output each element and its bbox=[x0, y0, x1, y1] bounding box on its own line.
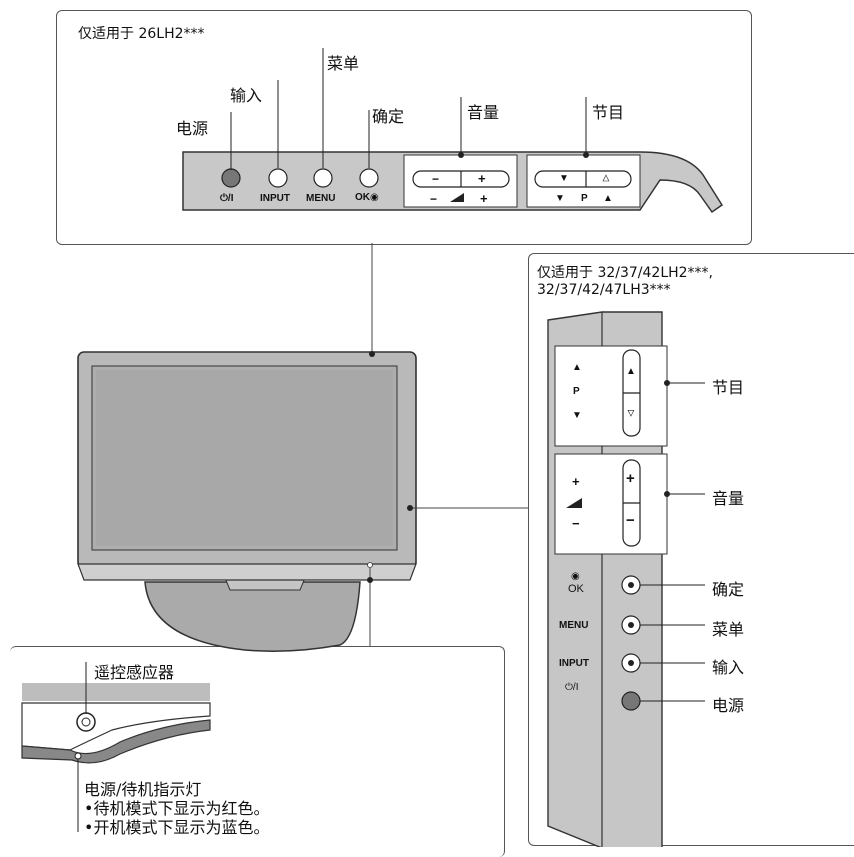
side-label-ok: 确定 bbox=[712, 580, 745, 599]
side-model-note-line2: 32/37/42/47LH3*** bbox=[537, 282, 671, 298]
top-vol-minus-mark: − bbox=[432, 172, 440, 186]
top-prog-p-label: P bbox=[581, 193, 588, 204]
top-menu-button-shape bbox=[313, 168, 333, 188]
side-power-button[interactable]: ⏻/I bbox=[565, 682, 579, 693]
top-input-button-shape bbox=[268, 168, 288, 188]
side-label-power: 电源 bbox=[712, 696, 745, 715]
top-label-program: 节目 bbox=[592, 103, 625, 122]
indicator-line-on: •开机模式下显示为蓝色。 bbox=[84, 818, 270, 837]
top-input-button[interactable]: INPUT bbox=[260, 193, 290, 204]
top-vol-plus-button[interactable]: + bbox=[480, 191, 488, 206]
top-prog-down-button[interactable]: ▼ bbox=[555, 193, 565, 204]
top-label-menu: 菜单 bbox=[327, 54, 360, 73]
tv-drawing bbox=[77, 351, 417, 652]
top-prog-up-mark: ▲ bbox=[601, 173, 612, 185]
top-vol-minus-button[interactable]: − bbox=[430, 192, 438, 206]
side-menu-button[interactable]: MENU bbox=[559, 620, 589, 631]
bottom-leader-lines bbox=[77, 662, 87, 832]
side-power-button-shape bbox=[621, 691, 641, 711]
side-label-menu: 菜单 bbox=[712, 620, 745, 639]
side-prog-up-mark: ▲ bbox=[626, 366, 636, 377]
side-ok-dot-icon: ◉ bbox=[571, 571, 580, 582]
bottom-panel bbox=[10, 646, 505, 857]
top-menu-button[interactable]: MENU bbox=[306, 193, 336, 204]
side-vol-minus-mark: − bbox=[626, 512, 635, 529]
top-ok-button-shape bbox=[359, 168, 379, 188]
indicator-line-standby: •待机模式下显示为红色。 bbox=[84, 799, 270, 818]
sensor-label: 遥控感应器 bbox=[94, 663, 175, 682]
top-vol-plus-mark: + bbox=[478, 171, 486, 186]
side-volume-icon bbox=[566, 498, 582, 508]
top-label-power: 电源 bbox=[176, 119, 209, 138]
side-bezel-drawing bbox=[547, 311, 668, 847]
top-leader-lines bbox=[230, 48, 587, 170]
top-label-ok: 确定 bbox=[372, 107, 405, 126]
side-ok-button[interactable]: OK bbox=[568, 583, 584, 595]
side-leader-lines bbox=[640, 382, 705, 702]
side-model-note-line1: 仅适用于 32/37/42LH2***, bbox=[537, 265, 714, 281]
top-bezel-drawing bbox=[182, 151, 724, 214]
side-label-program: 节目 bbox=[712, 378, 745, 397]
top-label-input: 输入 bbox=[230, 86, 263, 105]
top-ok-button[interactable]: OK◉ bbox=[355, 192, 379, 203]
side-prog-down-mark: ▼ bbox=[626, 408, 637, 420]
side-prog-down-button[interactable]: ▼ bbox=[572, 410, 582, 421]
top-power-button-shape bbox=[221, 168, 241, 188]
indicator-title: 电源/待机指示灯 bbox=[84, 780, 202, 799]
side-vol-plus-button[interactable]: + bbox=[572, 474, 580, 489]
top-model-note: 仅适用于 26LH2*** bbox=[78, 26, 205, 42]
bottom-detail-drawing bbox=[21, 683, 211, 764]
top-label-volume: 音量 bbox=[467, 103, 500, 122]
side-prog-up-button[interactable]: ▲ bbox=[572, 362, 582, 373]
top-prog-down-mark: ▼ bbox=[559, 173, 569, 184]
side-label-input: 输入 bbox=[712, 658, 745, 677]
side-input-button[interactable]: INPUT bbox=[559, 658, 589, 669]
volume-icon bbox=[450, 193, 464, 202]
side-vol-minus-button[interactable]: − bbox=[572, 516, 580, 531]
side-vol-plus-mark: + bbox=[626, 470, 635, 487]
top-prog-up-button[interactable]: ▲ bbox=[603, 193, 613, 204]
top-power-button[interactable]: ⏻/I bbox=[220, 193, 234, 204]
side-label-volume: 音量 bbox=[712, 489, 745, 508]
side-prog-p-label: P bbox=[573, 386, 580, 397]
